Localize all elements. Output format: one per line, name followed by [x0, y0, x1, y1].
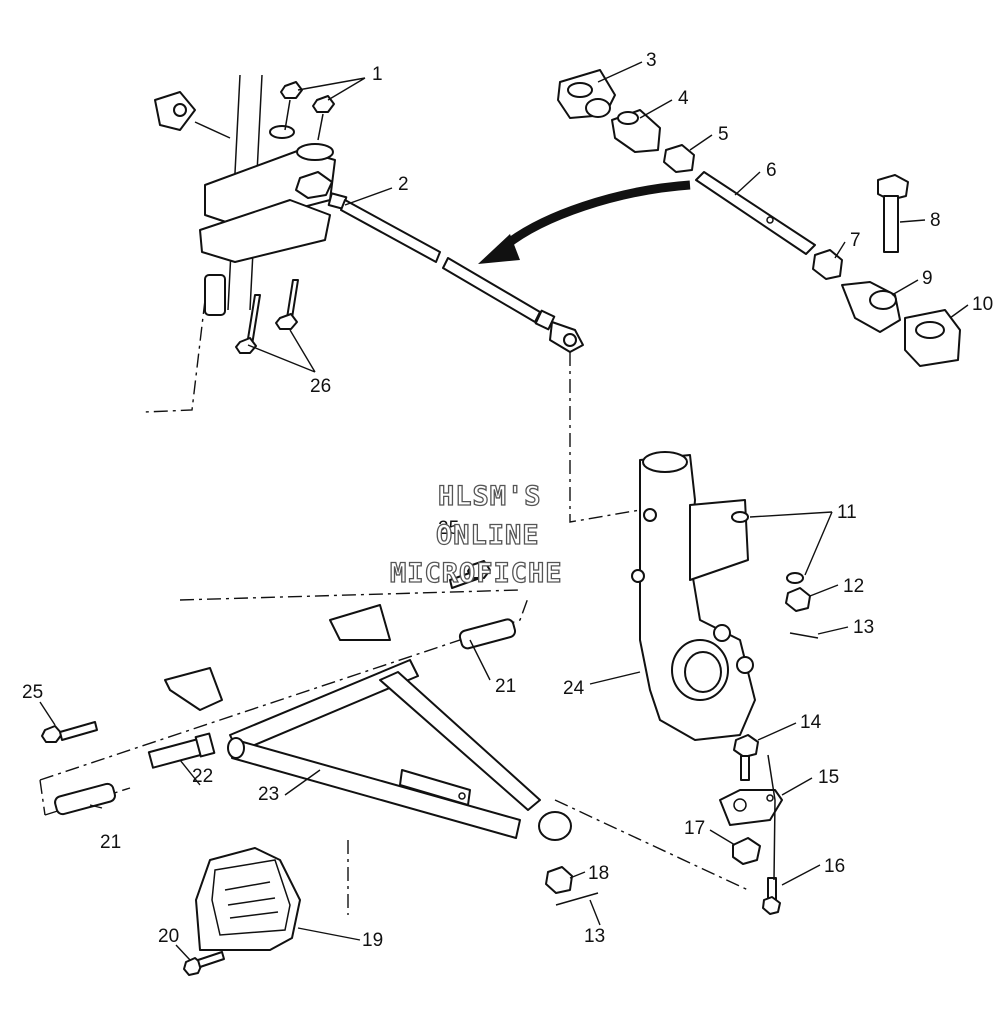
callout-5: 5: [718, 124, 729, 145]
callout-26: 26: [310, 376, 331, 397]
callout-4: 4: [678, 88, 689, 109]
ball-joint-parts: [719, 734, 783, 915]
callout-9: 9: [922, 268, 933, 289]
callout-6: 6: [766, 160, 777, 181]
callout-21-right: 21: [495, 676, 516, 697]
callout-18: 18: [588, 863, 609, 884]
watermark: HLSM'S ONLINE MICROFICHE: [389, 480, 563, 589]
callout-23: 23: [258, 784, 279, 805]
callout-22: 22: [192, 766, 213, 787]
callout-16: 16: [824, 856, 845, 877]
leader-lines: [39, 61, 969, 961]
callout-20: 20: [158, 926, 179, 947]
watermark-line-1: HLSM'S: [438, 481, 542, 512]
spindle: [631, 451, 819, 741]
callout-14: 14: [800, 712, 822, 733]
callout-19: 19: [362, 930, 383, 951]
callout-12: 12: [843, 576, 864, 597]
callout-25-left: 25: [22, 682, 43, 703]
callout-13-upper: 13: [853, 617, 874, 638]
tie-rod-parts: [557, 69, 961, 367]
callout-10: 10: [972, 294, 993, 315]
callout-3: 3: [646, 50, 657, 71]
callout-24: 24: [563, 678, 585, 699]
direction-arrow: [478, 180, 691, 264]
callout-17: 17: [684, 818, 705, 839]
watermark-line-3: MICROFICHE: [390, 558, 563, 589]
callout-25-upper: 25: [438, 518, 459, 539]
callout-13-lower: 13: [584, 926, 605, 947]
steering-post-assembly: [144, 74, 336, 413]
tie-rod: [295, 171, 584, 353]
a-arm-assembly: [39, 560, 749, 915]
callout-labels: 1 2 3 4 5 6 7 8 9 10 11 12 13 14 15 16 1…: [22, 50, 993, 951]
callout-1: 1: [372, 64, 383, 85]
callout-7: 7: [850, 230, 861, 251]
watermark-line-2: ONLINE: [436, 520, 540, 551]
callout-11: 11: [837, 502, 857, 523]
callout-15: 15: [818, 767, 839, 788]
callout-8: 8: [930, 210, 941, 231]
link-line: [569, 352, 641, 523]
skid-plate: [183, 847, 301, 976]
callout-21-left: 21: [100, 832, 121, 853]
callout-2: 2: [398, 174, 409, 195]
